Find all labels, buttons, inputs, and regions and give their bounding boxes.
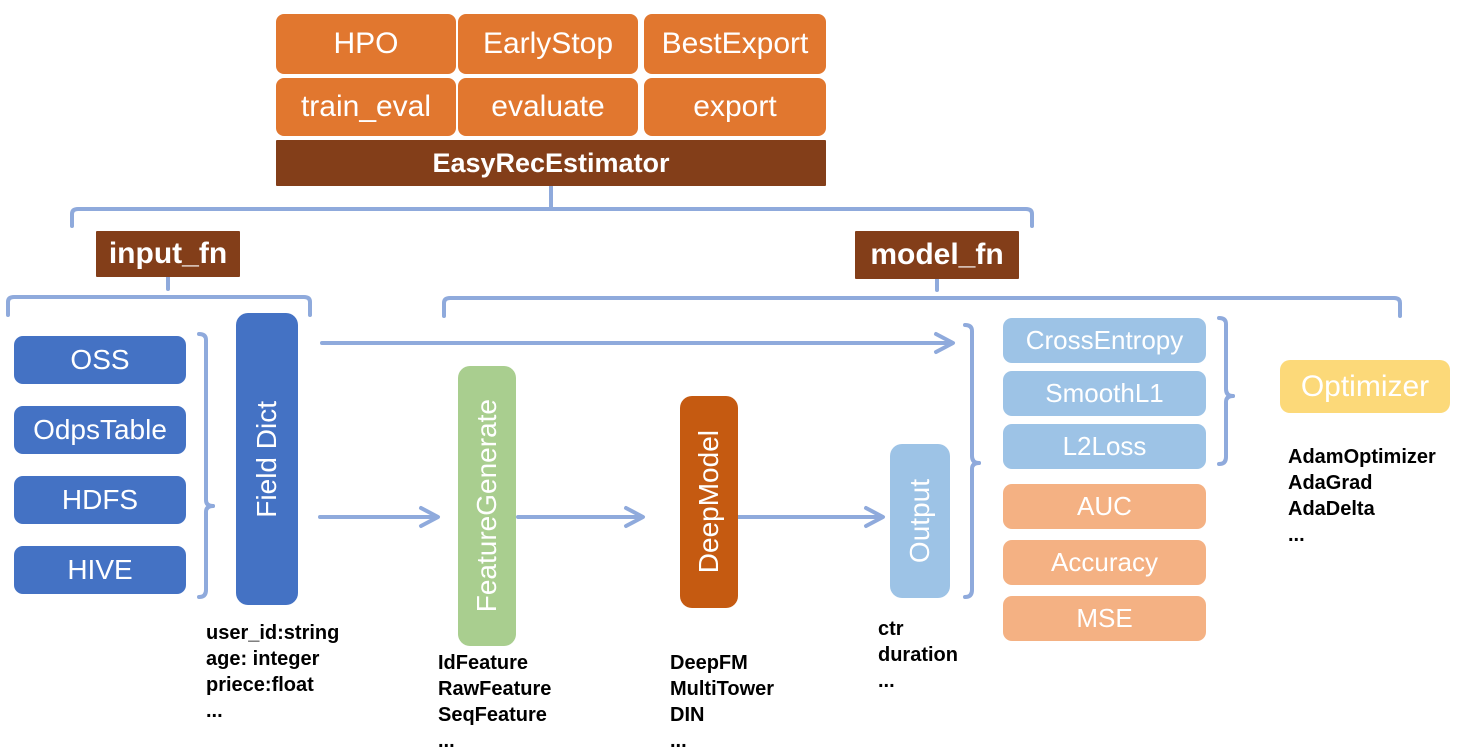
loss-bracket-lower xyxy=(1217,394,1235,466)
loss-box-l2loss[interactable]: L2Loss xyxy=(1003,424,1206,469)
top-bracket xyxy=(70,207,1034,228)
metric-box-accuracy[interactable]: Accuracy xyxy=(1003,540,1206,585)
output-caption: ctr duration ... xyxy=(878,618,958,692)
model-fn-box[interactable]: model_fn xyxy=(855,231,1019,279)
field-dict-label: Field Dict xyxy=(251,400,283,518)
easyrecestimator-bar: EasyRecEstimator xyxy=(276,140,826,186)
chip-evaluate[interactable]: evaluate xyxy=(458,78,638,136)
chip-hpo[interactable]: HPO xyxy=(276,14,456,74)
model-fn-bracket xyxy=(442,296,1402,318)
output-bracket-upper xyxy=(963,323,981,465)
optimizer-box[interactable]: Optimizer xyxy=(1280,360,1450,413)
field-dict-caption: user_id:string age: integer priece:float… xyxy=(206,622,340,722)
arrowhead-featuregenerate-deepmodel xyxy=(624,506,645,528)
loss-bracket-upper xyxy=(1217,316,1235,398)
data-source-bracket-upper xyxy=(197,332,215,508)
output-bracket-lower xyxy=(963,461,981,599)
input-fn-box[interactable]: input_fn xyxy=(96,231,240,277)
deep-model-box[interactable]: DeepModel xyxy=(680,396,738,608)
deep-model-label: DeepModel xyxy=(693,430,725,574)
source-box-oss[interactable]: OSS xyxy=(14,336,186,384)
data-source-bracket-lower xyxy=(197,504,215,599)
field-dict-box[interactable]: Field Dict xyxy=(236,313,298,605)
feature-generate-box[interactable]: FeatureGenerate xyxy=(458,366,516,646)
feature-generate-caption: IdFeature RawFeature SeqFeature ... xyxy=(438,652,552,752)
chip-bestexport[interactable]: BestExport xyxy=(644,14,826,74)
feature-generate-label: FeatureGenerate xyxy=(471,399,503,613)
metric-box-mse[interactable]: MSE xyxy=(1003,596,1206,641)
loss-box-smoothl1[interactable]: SmoothL1 xyxy=(1003,371,1206,416)
source-box-hdfs[interactable]: HDFS xyxy=(14,476,186,524)
chip-earlystop[interactable]: EarlyStop xyxy=(458,14,638,74)
chip-train-eval[interactable]: train_eval xyxy=(276,78,456,136)
arrowhead-fielddict-featuregenerate xyxy=(419,506,440,528)
source-box-hive[interactable]: HIVE xyxy=(14,546,186,594)
loss-box-crossentropy[interactable]: CrossEntropy xyxy=(1003,318,1206,363)
source-box-odpstable[interactable]: OdpsTable xyxy=(14,406,186,454)
chip-export[interactable]: export xyxy=(644,78,826,136)
output-box[interactable]: Output xyxy=(890,444,950,598)
field-dict-to-loss-arrowhead xyxy=(934,332,955,354)
output-label: Output xyxy=(904,478,936,564)
metric-box-auc[interactable]: AUC xyxy=(1003,484,1206,529)
arrowhead-deepmodel-output xyxy=(864,506,885,528)
deep-model-caption: DeepFM MultiTower DIN ... xyxy=(670,652,775,752)
optimizer-caption: AdamOptimizer AdaGrad AdaDelta ... xyxy=(1288,446,1436,546)
